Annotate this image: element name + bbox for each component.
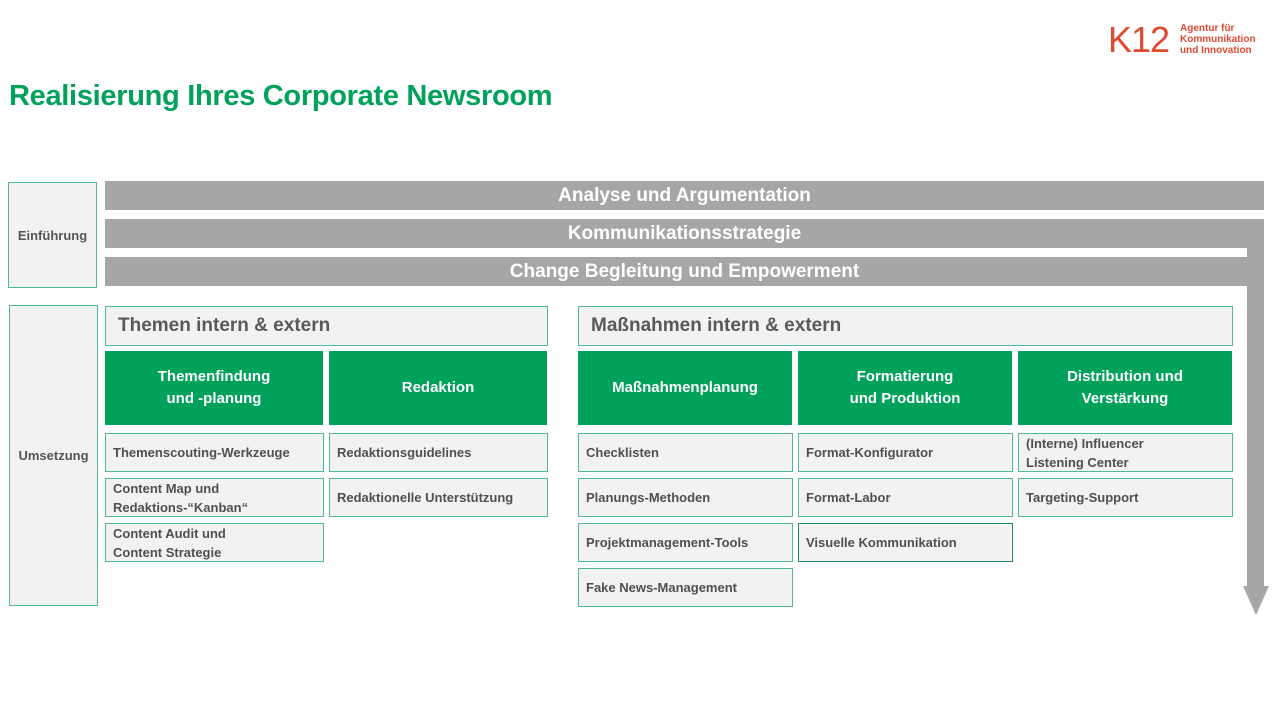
bar-change-label: Change Begleitung und Empowerment	[509, 260, 860, 282]
list-item-label: Content Audit und	[113, 525, 226, 541]
timeline-arrow-shaft	[1247, 219, 1264, 587]
list-item: Content Map und Redaktions-“Kanban“	[105, 478, 324, 517]
section-topics: Themen intern & extern	[105, 306, 548, 346]
phase-implementation-label: Umsetzung	[18, 448, 89, 463]
phase-introduction: Einführung	[8, 182, 97, 288]
column-heading-editorial: Redaktion	[329, 351, 547, 425]
list-item: Themenscouting-Werkzeuge	[105, 433, 324, 472]
page-title: Realisierung Ihres Corporate Newsroom	[9, 80, 553, 112]
list-item-label: Redaktionelle Unterstützung	[337, 490, 514, 505]
list-item: Projektmanagement-Tools	[578, 523, 793, 562]
section-measures: Maßnahmen intern & extern	[578, 306, 1233, 346]
column-heading-line: und -planung	[166, 390, 262, 407]
list-item: Planungs-Methoden	[578, 478, 793, 517]
list-item-label: Targeting-Support	[1026, 490, 1139, 505]
phase-introduction-label: Einführung	[17, 227, 88, 243]
list-item: Targeting-Support	[1018, 478, 1233, 517]
list-item: Checklisten	[578, 433, 793, 472]
bar-analysis-label: Analyse und Argumentation	[558, 184, 811, 206]
column-heading-line: Redaktion	[401, 379, 475, 396]
section-topics-label: Themen intern & extern	[118, 315, 331, 336]
logo-tagline-line: Kommunikation	[1180, 34, 1256, 45]
bar-change: Change Begleitung und Empowerment	[105, 257, 1264, 286]
list-item: Redaktionelle Unterstützung	[329, 478, 548, 517]
list-item-label: Redaktions-“Kanban“	[113, 499, 249, 515]
list-item: (Interne) Influencer Listening Center	[1018, 433, 1233, 472]
column-heading-line: Distribution und	[1067, 368, 1183, 385]
list-item: Format-Labor	[798, 478, 1013, 517]
list-item-label: Redaktionsguidelines	[337, 445, 472, 460]
logo-tagline-line: und Innovation	[1180, 45, 1252, 56]
list-item-label: Content Map und	[113, 480, 220, 496]
list-item: Fake News-Management	[578, 568, 793, 607]
list-item-label: Fake News-Management	[586, 580, 737, 595]
list-item: Format-Konfigurator	[798, 433, 1013, 472]
logo-mark: K12	[1108, 19, 1170, 60]
column-heading-line: Maßnahmenplanung	[612, 379, 758, 396]
column-heading-line: Themenfindung	[157, 368, 271, 385]
list-item-label: Format-Labor	[806, 490, 891, 505]
bar-strategy-label: Kommunikationsstrategie	[567, 222, 802, 244]
column-heading-line: Verstärkung	[1081, 390, 1169, 407]
list-item-label: Listening Center	[1026, 454, 1129, 470]
list-item-label: Themenscouting-Werkzeuge	[113, 445, 290, 460]
column-heading-measure-planning: Maßnahmenplanung	[578, 351, 792, 425]
list-item-label: Projektmanagement-Tools	[586, 535, 749, 550]
list-item-label: Planungs-Methoden	[586, 490, 711, 505]
column-heading-distribution: Distribution und Verstärkung	[1018, 351, 1232, 425]
column-heading-line: und Produktion	[849, 390, 961, 407]
column-heading-topic-planning: Themenfindung und -planung	[105, 351, 323, 425]
list-item: Redaktionsguidelines	[329, 433, 548, 472]
list-item: Visuelle Kommunikation	[798, 523, 1013, 562]
list-item-label: Checklisten	[586, 445, 659, 460]
phase-implementation: Umsetzung	[9, 305, 98, 606]
bar-analysis: Analyse und Argumentation	[105, 181, 1264, 210]
list-item-label: Content Strategie	[113, 544, 222, 560]
list-item-label: Format-Konfigurator	[806, 445, 934, 460]
bar-strategy: Kommunikationsstrategie	[105, 219, 1264, 248]
column-heading-line: Formatierung	[856, 368, 954, 385]
logo-tagline-line: Agentur für	[1180, 23, 1235, 34]
timeline-arrow-head	[1243, 586, 1269, 615]
section-measures-label: Maßnahmen intern & extern	[591, 315, 842, 336]
list-item-label: (Interne) Influencer	[1026, 435, 1144, 451]
list-item: Content Audit und Content Strategie	[105, 523, 324, 562]
column-heading-production: Formatierung und Produktion	[798, 351, 1012, 425]
list-item-label: Visuelle Kommunikation	[806, 535, 957, 550]
logo-tagline: Agentur für Kommunikation und Innovation	[1180, 23, 1256, 56]
